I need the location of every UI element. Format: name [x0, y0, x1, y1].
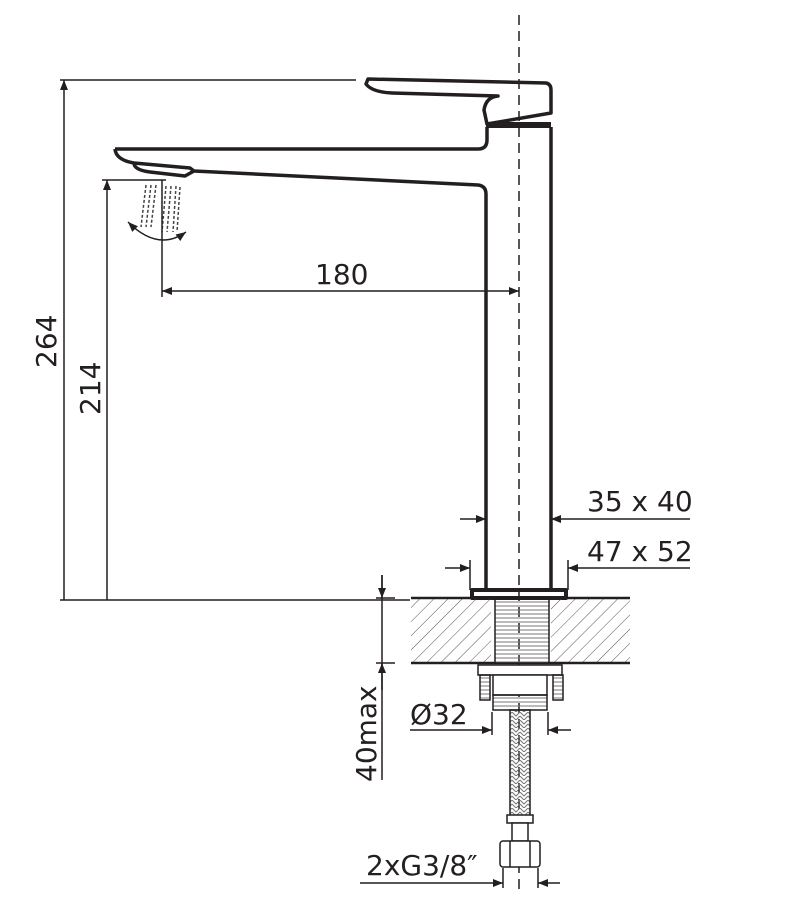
dim-spout-reach: 180 [315, 258, 368, 291]
dim-body-section: 35 x 40 [587, 485, 693, 518]
flexible-hose [499, 709, 541, 868]
dim-spout-height: 214 [74, 362, 107, 415]
faucet-body [113, 77, 568, 600]
countertop-section [411, 596, 630, 665]
dim-max-counter-thickness: 40max [350, 685, 383, 782]
dim-base-section: 47 x 52 [587, 535, 693, 568]
swivel-arrow-icon [127, 221, 187, 242]
fixing-kit [477, 664, 564, 711]
dim-hole-diameter: Ø32 [410, 698, 468, 731]
dim-total-height: 264 [30, 315, 63, 368]
dim-connection: 2xG3/8″ [366, 849, 478, 882]
water-stream-icon [140, 184, 181, 233]
dimension-lines [60, 79, 690, 888]
